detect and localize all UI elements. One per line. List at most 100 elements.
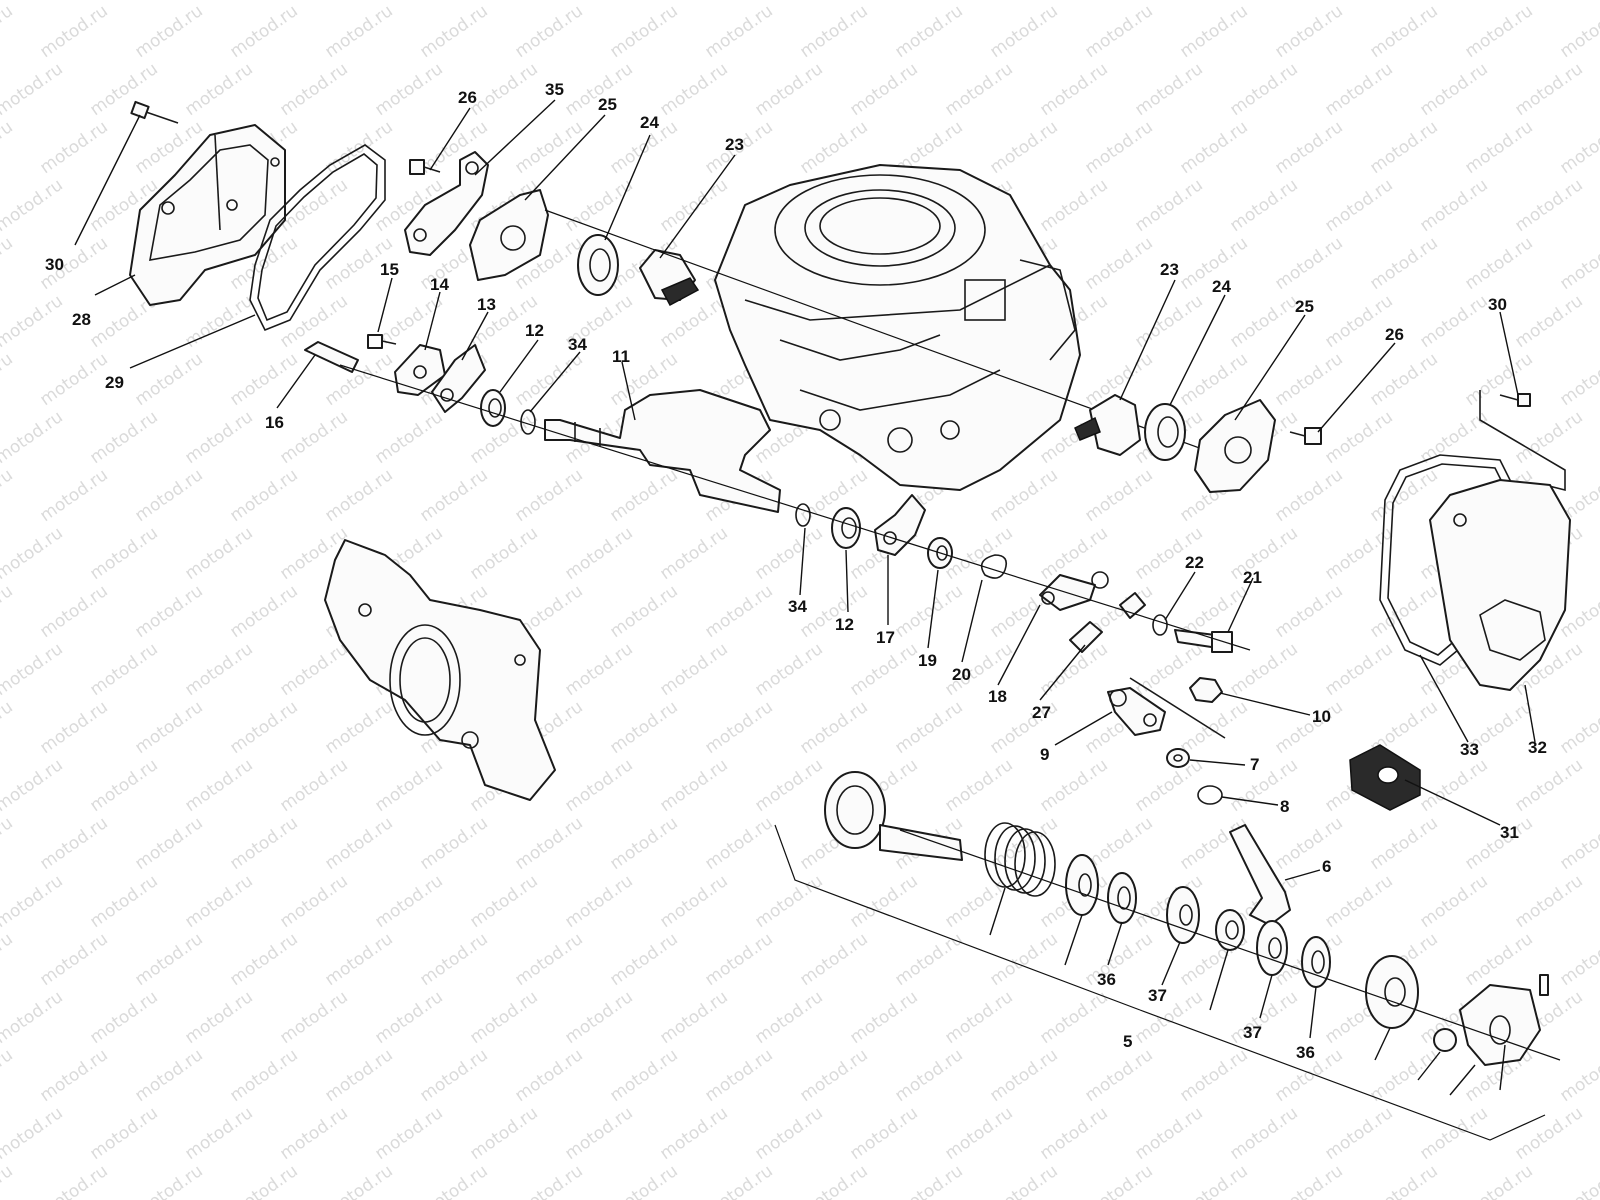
watermark-text: motod.ru	[561, 871, 636, 932]
watermark-text: motod.ru	[131, 813, 206, 874]
watermark-text: motod.ru	[181, 523, 256, 584]
callout-19: 19	[918, 651, 937, 670]
watermark-text: motod.ru	[656, 871, 731, 932]
watermark-text: motod.ru	[0, 465, 17, 526]
watermark-text: motod.ru	[1321, 639, 1396, 700]
watermark-text: motod.ru	[656, 175, 731, 236]
watermark-text: motod.ru	[181, 871, 256, 932]
watermark-text: motod.ru	[1226, 175, 1301, 236]
watermark-text: motod.ru	[36, 813, 111, 874]
callout-14: 14	[430, 275, 449, 294]
lever-13	[431, 344, 486, 413]
watermark-text: motod.ru	[1366, 349, 1441, 410]
callout-34-left: 34	[568, 335, 587, 354]
plate-35	[404, 151, 489, 256]
watermark-text: motod.ru	[466, 523, 541, 584]
watermark-text: motod.ru	[606, 1045, 681, 1106]
oil-seal-12-left	[480, 389, 506, 427]
watermark-text: motod.ru	[86, 523, 161, 584]
watermark-text: motod.ru	[1081, 233, 1156, 294]
callout-labels: 30 28 29 26 35 25 24 23 15 14 13 12 34 1…	[45, 80, 1547, 1062]
watermark-text: motod.ru	[321, 465, 396, 526]
watermark-text: motod.ru	[1461, 929, 1536, 990]
watermark-text: motod.ru	[511, 813, 586, 874]
watermark-text: motod.ru	[131, 581, 206, 642]
watermark-text: motod.ru	[1461, 1161, 1536, 1200]
watermark-text: motod.ru	[561, 523, 636, 584]
callout-26-right: 26	[1385, 325, 1404, 344]
watermark-text: motod.ru	[321, 929, 396, 990]
watermark-text: motod.ru	[371, 407, 446, 468]
watermark-text: motod.ru	[1271, 697, 1346, 758]
watermark-text: motod.ru	[131, 1045, 206, 1106]
watermark-text: motod.ru	[1036, 755, 1111, 816]
watermark-text: motod.ru	[416, 465, 491, 526]
watermark-text: motod.ru	[561, 175, 636, 236]
callout-12-right: 12	[835, 615, 854, 634]
bearing-24-top	[577, 234, 619, 296]
callout-36-right: 36	[1296, 1043, 1315, 1062]
watermark-text: motod.ru	[181, 291, 256, 352]
watermark-text: motod.ru	[1271, 465, 1346, 526]
watermark-text: motod.ru	[86, 407, 161, 468]
watermark-text: motod.ru	[0, 233, 17, 294]
watermark-text: motod.ru	[1271, 1, 1346, 62]
watermark-text: motod.ru	[846, 987, 921, 1048]
washer-8	[1197, 785, 1223, 805]
callout-29: 29	[105, 373, 124, 392]
watermark-text: motod.ru	[511, 929, 586, 990]
watermark-text: motod.ru	[131, 1, 206, 62]
callout-7: 7	[1250, 755, 1259, 774]
callout-21: 21	[1243, 568, 1262, 587]
watermark-text: motod.ru	[226, 697, 301, 758]
watermark-text: motod.ru	[0, 175, 67, 236]
watermark-text: motod.ru	[796, 929, 871, 990]
watermark-text: motod.ru	[511, 1161, 586, 1200]
right-cover-bracket	[1479, 390, 1566, 492]
watermark-text: motod.ru	[0, 639, 67, 700]
watermark-text: motod.ru	[416, 1045, 491, 1106]
watermark-text: motod.ru	[0, 697, 17, 758]
watermark-text: motod.ru	[606, 581, 681, 642]
watermark-text: motod.ru	[846, 59, 921, 120]
watermark-text: motod.ru	[1556, 1161, 1600, 1200]
watermark-text: motod.ru	[891, 929, 966, 990]
watermark-text: motod.ru	[511, 1045, 586, 1106]
watermark-text: motod.ru	[751, 755, 826, 816]
cam-plate	[1459, 984, 1541, 1066]
watermark-text: motod.ru	[276, 755, 351, 816]
watermark-text: motod.ru	[1271, 581, 1346, 642]
watermark-text: motod.ru	[1366, 813, 1441, 874]
watermark-text: motod.ru	[1176, 1161, 1251, 1200]
watermark-text: motod.ru	[701, 929, 776, 990]
hub-bottom	[1365, 955, 1419, 1029]
watermark-text: motod.ru	[1081, 929, 1156, 990]
watermark-text: motod.ru	[1271, 349, 1346, 410]
watermark-text: motod.ru	[1321, 523, 1396, 584]
watermark-text: motod.ru	[1321, 407, 1396, 468]
watermark-text: motod.ru	[181, 407, 256, 468]
watermark-text: motod.ru	[606, 1161, 681, 1200]
bolt-30-left	[130, 100, 179, 124]
watermark-text: motod.ru	[1176, 117, 1251, 178]
watermark-text: motod.ru	[181, 755, 256, 816]
left-cover-gasket	[249, 144, 386, 332]
watermark-text: motod.ru	[1226, 523, 1301, 584]
watermark-text: motod.ru	[1226, 291, 1301, 352]
watermark-text: motod.ru	[0, 523, 67, 584]
watermark-text: motod.ru	[941, 871, 1016, 932]
watermark-text: motod.ru	[0, 1161, 17, 1200]
watermark-text: motod.ru	[1081, 1045, 1156, 1106]
watermark-text: motod.ru	[891, 1161, 966, 1200]
callout-15: 15	[380, 260, 399, 279]
callout-10: 10	[1312, 707, 1331, 726]
watermark-text: motod.ru	[36, 349, 111, 410]
flange-25-right	[1194, 399, 1276, 493]
watermark-text: motod.ru	[656, 755, 731, 816]
watermark-text: motod.ru	[226, 813, 301, 874]
watermark-text: motod.ru	[986, 1, 1061, 62]
watermark-text: motod.ru	[0, 59, 67, 120]
watermark-text: motod.ru	[1511, 755, 1586, 816]
watermark-text: motod.ru	[276, 871, 351, 932]
watermark-text: motod.ru	[371, 755, 446, 816]
